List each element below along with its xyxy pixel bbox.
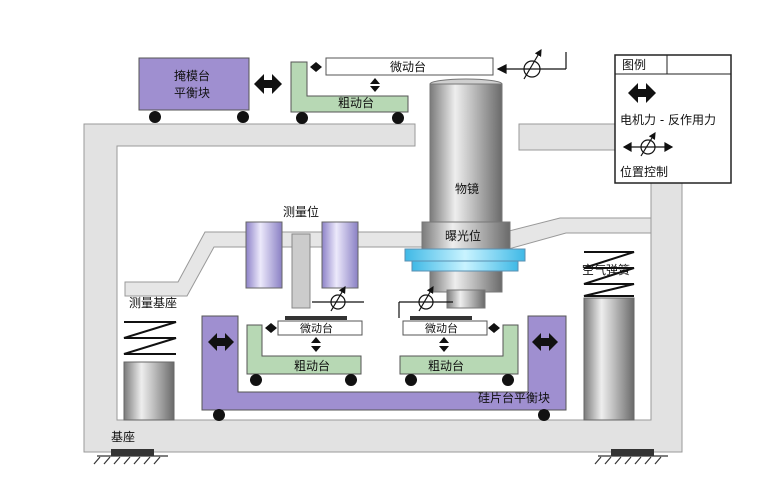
measurement-beam: [124, 217, 652, 297]
wheel: [405, 374, 417, 386]
air-spring-label: 空气弹簧: [582, 262, 630, 277]
base-label: 基座: [111, 429, 135, 444]
wheel: [296, 112, 308, 124]
right-coarse-stage: [399, 324, 519, 375]
top-coarse-stage: [290, 61, 409, 113]
right-fine-stage: [402, 320, 488, 336]
legend-force-arrow-icon: [628, 83, 656, 103]
legend: 图例 电机力 - 反作用力 位置控制: [614, 54, 732, 184]
wheel: [538, 409, 550, 421]
position-control-icon: [496, 48, 567, 80]
small-force-arrow-icon: [310, 62, 322, 72]
mask-balance-label-2: 平衡块: [174, 86, 210, 100]
right-fine-stage-label: 微动台: [425, 321, 458, 335]
position-control-icon: [398, 285, 453, 318]
ground-left: [93, 455, 168, 465]
legend-position-icon: [622, 131, 674, 157]
right-coarse-stage-label: 粗动台: [428, 358, 464, 373]
top-fine-stage: [325, 57, 494, 76]
vertical-force-arrow-icon: [439, 337, 449, 352]
wheel: [237, 111, 249, 123]
measure-probe: [291, 233, 311, 309]
wheel: [149, 111, 161, 123]
left-fine-stage: [277, 320, 363, 336]
left-fine-stage-label: 微动台: [300, 321, 333, 335]
small-force-arrow-icon: [265, 323, 277, 333]
vertical-force-arrow-icon: [370, 78, 380, 92]
mask-balance-label-1: 掩模台: [174, 68, 210, 83]
wheel: [213, 409, 225, 421]
left-coarse-stage: [246, 324, 362, 375]
lens-label: 物镜: [455, 181, 479, 196]
position-control-icon: [312, 285, 364, 312]
wafer-balance-block: [201, 315, 567, 411]
exposure-label: 曝光位: [445, 228, 481, 243]
ground-right: [594, 455, 668, 465]
legend-title: 图例: [622, 58, 646, 72]
wheel: [250, 374, 262, 386]
left-spring: [123, 321, 177, 355]
legend-force-label: 电机力 - 反作用力: [620, 113, 716, 127]
wafer: [410, 316, 472, 320]
wheel: [502, 374, 514, 386]
force-arrow-icon: [208, 333, 234, 351]
top-fine-stage-label: 微动台: [390, 59, 426, 74]
wheel: [392, 112, 404, 124]
legend-position-label: 位置控制: [620, 164, 668, 179]
wheel: [345, 374, 357, 386]
right-pillar: [583, 297, 635, 421]
measure-cylinder-left: [245, 221, 283, 289]
top-coarse-stage-label: 粗动台: [338, 95, 374, 110]
wafer: [285, 316, 347, 320]
measure-cylinder-right: [321, 221, 359, 289]
left-coarse-stage-label: 粗动台: [294, 358, 330, 373]
ground-block-left: [111, 449, 154, 456]
exposure-ring: [404, 248, 526, 272]
measure-label: 测量位: [283, 204, 319, 219]
right-spring: [583, 251, 635, 297]
vertical-force-arrow-icon: [311, 337, 321, 352]
force-arrow-icon: [532, 333, 558, 351]
objective-lens: [421, 78, 511, 309]
measure-base-label: 测量基座: [129, 295, 177, 310]
force-arrow-icon: [254, 74, 282, 94]
mask-balance-block: [138, 57, 250, 111]
ground-block-right: [611, 449, 654, 456]
left-pillar: [123, 361, 175, 421]
wafer-balance-label: 硅片台平衡块: [478, 390, 550, 405]
small-force-arrow-icon: [488, 323, 500, 333]
